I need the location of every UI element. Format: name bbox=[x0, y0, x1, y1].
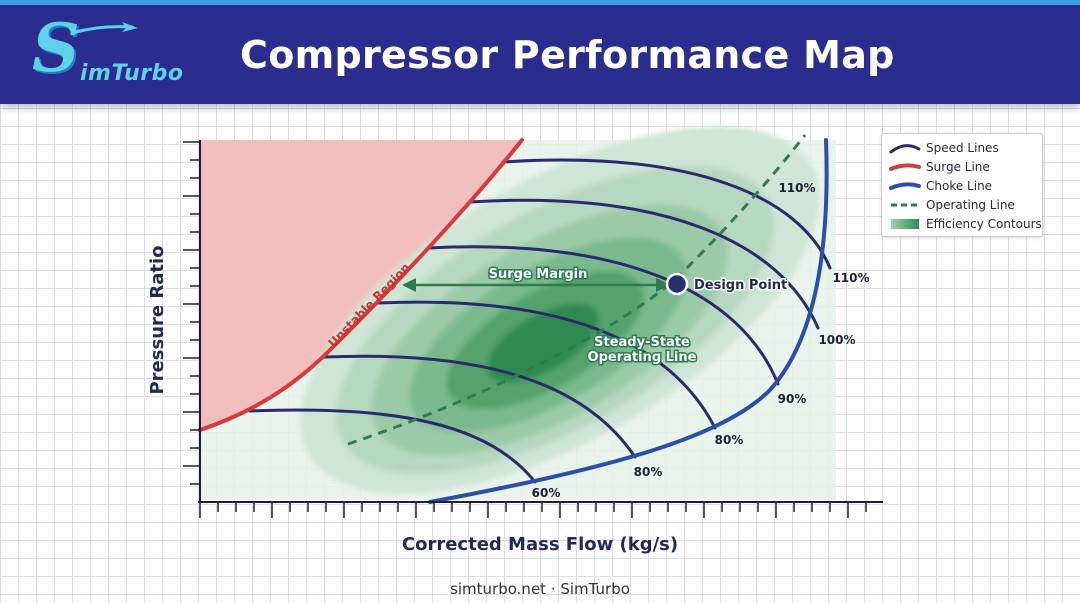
choke-line bbox=[428, 138, 829, 504]
speed-line-90 bbox=[426, 245, 780, 386]
page-title: Compressor Performance Map bbox=[240, 33, 895, 77]
operating-line-label-1: Steady-State bbox=[594, 335, 690, 350]
operating-line-label-2: Operating Line bbox=[588, 350, 697, 365]
legend-operating-line-label: Operating Line bbox=[926, 197, 1015, 212]
surge-line bbox=[198, 138, 524, 432]
speed-line-60 bbox=[248, 408, 537, 484]
unstable-region bbox=[200, 140, 522, 430]
speed-line-swatch-icon bbox=[889, 143, 921, 153]
simturbo-logo[interactable]: S imTurbo bbox=[30, 9, 200, 95]
y-axis-label: Pressure Ratio bbox=[147, 245, 168, 394]
speed-line-110 bbox=[501, 158, 832, 270]
legend-efficiency-contours-label: Efficiency Contours bbox=[926, 216, 1042, 231]
speed-labels: 60% 80% 80% 90% 100% 110% 110% bbox=[532, 181, 870, 500]
legend-choke-line: Choke Line bbox=[888, 176, 1036, 195]
legend-speed-lines: Speed Lines bbox=[888, 138, 1036, 157]
operating-line-swatch-icon bbox=[891, 203, 919, 206]
speed-line-80b bbox=[376, 300, 717, 430]
operating-line bbox=[347, 134, 807, 446]
airplane-icon bbox=[70, 22, 138, 35]
surge-line-swatch-icon bbox=[889, 162, 921, 171]
speed-label-90: 90% bbox=[778, 392, 807, 406]
footer-credit[interactable]: simturbo.net · SimTurbo bbox=[450, 580, 630, 598]
speed-label-110b: 110% bbox=[832, 271, 869, 285]
choke-line-swatch-icon bbox=[889, 181, 921, 190]
x-axis-label: Corrected Mass Flow (kg/s) bbox=[402, 534, 678, 555]
header-bar: S imTurbo Compressor Performance Map bbox=[0, 0, 1080, 104]
logo-letter: S bbox=[32, 9, 80, 87]
axes bbox=[198, 140, 883, 503]
legend-surge-line-label: Surge Line bbox=[926, 159, 990, 174]
legend-surge-line: Surge Line bbox=[888, 157, 1036, 176]
legend-efficiency-contours: Efficiency Contours bbox=[888, 214, 1042, 233]
speed-label-60: 60% bbox=[532, 486, 561, 500]
speed-label-100: 100% bbox=[818, 333, 855, 347]
surge-margin-label: Surge Margin bbox=[489, 267, 588, 282]
efficiency-contours bbox=[300, 126, 820, 494]
legend-choke-line-label: Choke Line bbox=[926, 178, 993, 193]
speed-label-80b: 80% bbox=[715, 433, 744, 447]
speed-label-80a: 80% bbox=[634, 465, 663, 479]
logo-text: imTurbo bbox=[80, 61, 184, 86]
legend-speed-lines-label: Speed Lines bbox=[926, 140, 999, 155]
speed-label-110a: 110% bbox=[778, 181, 815, 195]
legend-operating-line: Operating Line bbox=[888, 195, 1036, 214]
speed-line-80a bbox=[323, 354, 637, 459]
x-axis-ticks bbox=[199, 502, 867, 518]
surge-margin-arrow bbox=[402, 278, 670, 292]
speed-lines bbox=[248, 158, 832, 484]
design-point-marker[interactable] bbox=[665, 272, 689, 296]
speed-line-100 bbox=[468, 198, 820, 330]
efficiency-swatch-icon bbox=[891, 218, 919, 229]
efficiency-contour-6 bbox=[487, 303, 599, 383]
legend: Speed Lines Surge Line Choke Line Operat… bbox=[881, 133, 1043, 237]
y-axis-ticks bbox=[183, 141, 200, 485]
design-point-label: Design Point bbox=[694, 278, 787, 293]
